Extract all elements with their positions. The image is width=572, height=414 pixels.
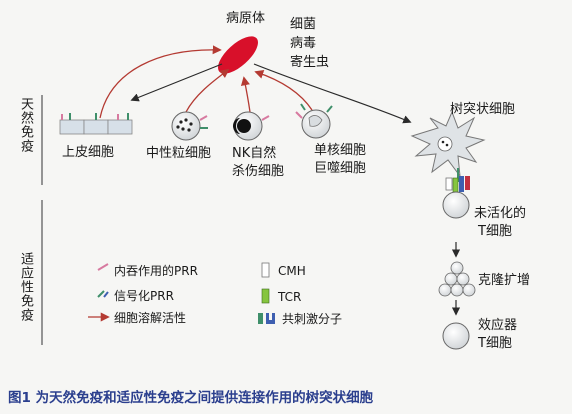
legend-costim-symbol [258, 313, 275, 324]
epithelial-cells [59, 113, 133, 135]
pathogen-shape [218, 36, 258, 74]
dendritic-label: 树突状细胞 [450, 102, 516, 117]
legend-lytic-label: 细胞溶解活性 [114, 311, 187, 325]
adaptive-immunity-label: 适应性免疫 [18, 252, 33, 322]
monocyte-label-line2: 巨噬细胞 [314, 161, 367, 176]
monocyte-label-line1: 单核细胞 [314, 143, 367, 158]
nk-cell [233, 111, 270, 141]
legend-costim-label: 共刺激分子 [282, 312, 343, 326]
figure-caption: 图1 为天然免疫和适应性免疫之间提供连接作用的树突状细胞 [8, 390, 374, 406]
legend-cmh-symbol [261, 262, 270, 278]
naive-t-cell [442, 176, 470, 219]
arrow-neutrophil-lytic [185, 68, 230, 113]
innate-immunity-label: 天然免疫 [18, 97, 33, 153]
legend-endocytic-prr-label: 内吞作用的PRR [114, 264, 198, 278]
legend-signaling-prr-symbol [97, 290, 109, 298]
dendritic-cell [410, 110, 486, 182]
clonal-expansion-label: 克隆扩增 [478, 273, 531, 288]
effector-t-cell [442, 322, 470, 350]
clonal-expansion [438, 261, 476, 297]
legend-cmh-label: CMH [278, 264, 306, 278]
nk-label-line1: NK自然 [232, 146, 277, 161]
legend-tcr-symbol [261, 288, 270, 304]
legend-endocytic-prr-symbol [97, 263, 109, 271]
arrow-epithelial-lytic [99, 45, 222, 119]
nk-label-line2: 杀伤细胞 [232, 164, 285, 179]
neutrophil-cell [171, 111, 208, 141]
arrow-nk-lytic [240, 76, 251, 113]
epithelial-label: 上皮细胞 [62, 145, 115, 160]
effector-t-label-line2: T细胞 [478, 336, 512, 351]
pathogen-type-bacteria: 细菌 [290, 17, 317, 32]
legend-tcr-label: TCR [278, 290, 302, 304]
pathogen-type-virus: 病毒 [290, 36, 317, 51]
legend-signaling-prr-label: 信号化PRR [114, 289, 174, 303]
arrow-monocyte-lytic [254, 69, 313, 111]
naive-t-label-line2: T细胞 [478, 224, 512, 239]
pathogen-label: 病原体 [226, 11, 266, 26]
monocyte-cell [295, 103, 333, 139]
pathogen-type-parasite: 寄生虫 [290, 55, 330, 70]
effector-t-label-line1: 效应器 [478, 318, 518, 333]
arrow-pathogen-to-epithelial [130, 63, 223, 102]
neutrophil-label: 中性粒细胞 [146, 146, 212, 161]
arrow-pathogen-to-dendritic [253, 63, 412, 124]
naive-t-label-line1: 未活化的 [474, 206, 527, 221]
